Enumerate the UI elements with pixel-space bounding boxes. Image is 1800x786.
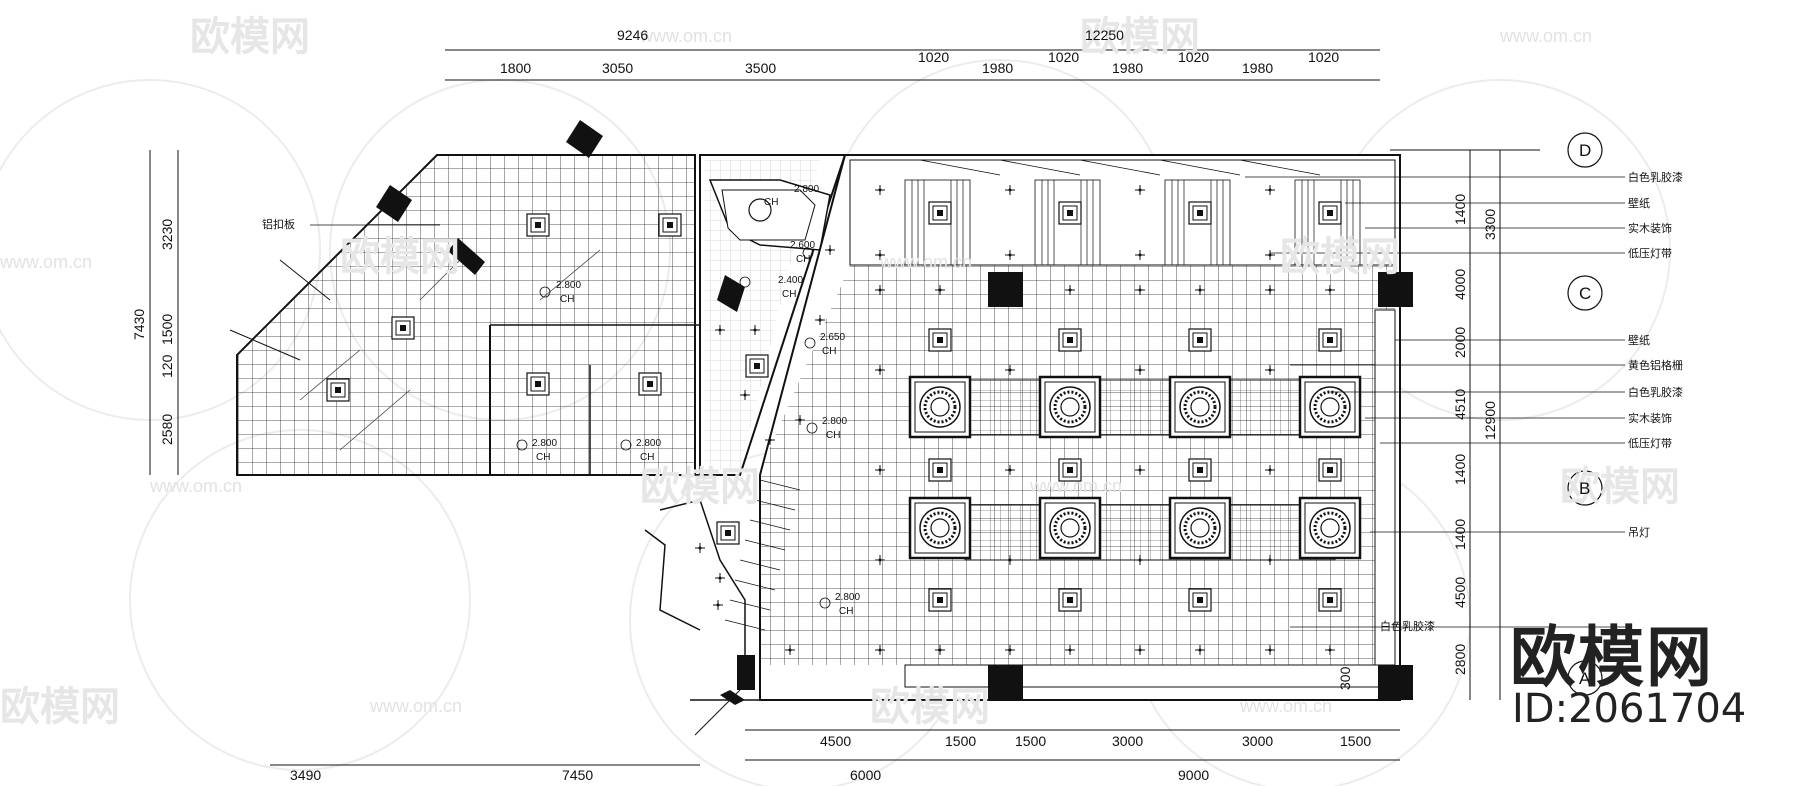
dim-bottom-left: 3490: [290, 767, 321, 783]
dim-top-right: 1020: [1048, 49, 1079, 65]
height-value: 2.800: [636, 438, 661, 449]
material-note: 实木装饰: [1628, 221, 1672, 235]
dim-bottom-a: 1500: [1015, 733, 1046, 749]
dim-bottom-a: 4500: [820, 733, 851, 749]
ch-label: CH: [822, 346, 836, 357]
dim-bottom-b: 6000: [850, 767, 881, 783]
watermark-id: ID:2061704: [1512, 686, 1747, 732]
watermark-brand: 欧模网: [1560, 464, 1680, 510]
material-note: 低压灯带: [1628, 247, 1672, 260]
dim-right-b: 4500: [1452, 577, 1468, 608]
dim-top-right: 1980: [1242, 60, 1273, 76]
leader-lines: [310, 176, 1625, 628]
dim-right-a: 1400: [1452, 194, 1468, 225]
dim-bottom-left: 7450: [562, 767, 593, 783]
dim-bottom-a: 3000: [1112, 733, 1143, 749]
material-note: 吊灯: [1628, 526, 1650, 539]
height-value: 2.800: [556, 280, 581, 291]
dim-left: 2580: [159, 414, 175, 445]
material-note: 壁纸: [1628, 333, 1650, 347]
dim-right-b: 3300: [1482, 209, 1498, 240]
dim-bottom-b: 9000: [1178, 767, 1209, 783]
watermark-url: www.om.cn: [1499, 26, 1592, 46]
watermark-brand: 欧模网: [0, 684, 120, 730]
axis-label: B: [1579, 479, 1590, 498]
ch-label: CH: [826, 430, 840, 441]
dim-right-b: 1400: [1452, 454, 1468, 485]
axis-label: D: [1579, 141, 1591, 160]
watermark-url: www.om.cn: [639, 26, 732, 46]
dim-top-right: 1980: [1112, 60, 1143, 76]
height-value: 2.800: [835, 592, 860, 603]
watermark-url: www.om.cn: [1239, 696, 1332, 716]
dim-left-overall: 7430: [131, 309, 147, 340]
height-value: 2.800: [532, 438, 557, 449]
watermark-url: www.om.cn: [149, 476, 242, 496]
watermark-brand: 欧模网: [1280, 234, 1400, 280]
material-note: 实木装饰: [1628, 411, 1672, 425]
dim-right-a: 4000: [1452, 269, 1468, 300]
dim-top-right: 1980: [982, 60, 1013, 76]
axis-label: A: [1579, 669, 1591, 688]
dim-left: 120: [159, 354, 175, 378]
watermark-url: www.om.cn: [1029, 476, 1122, 496]
watermark-brand: 欧模网: [1080, 14, 1200, 60]
material-note: 白色乳胶漆: [1628, 170, 1683, 184]
dim-right-b: 1400: [1452, 519, 1468, 550]
material-note: 低压灯带: [1628, 437, 1672, 450]
height-value: 2.800: [822, 416, 847, 427]
ch-label: CH: [640, 452, 654, 463]
ch-label: CH: [560, 294, 574, 305]
height-value: 2.800: [794, 184, 819, 195]
watermark-brand: 欧模网: [870, 684, 990, 730]
height-value: 2.600: [790, 240, 815, 251]
middle-corridor: [699, 154, 847, 476]
dim-bottom-a: 3000: [1242, 733, 1273, 749]
dim-right-b: 4510: [1452, 389, 1468, 420]
dim-top-right: 1020: [1178, 49, 1209, 65]
watermark-brand: 欧模网: [340, 234, 460, 280]
dim-top-left: 3050: [602, 60, 633, 76]
dim-top-outer: 12250: [1085, 27, 1124, 43]
axis-bubbles: [1567, 132, 1603, 696]
wood-slats: [904, 179, 1361, 266]
dimension-lines: [149, 49, 1540, 766]
dim-right-b: 2000: [1452, 327, 1468, 358]
dim-right-overall: 300: [1337, 666, 1353, 690]
material-note-left: 铝扣板: [262, 217, 295, 231]
dim-top-right: 1020: [1308, 49, 1339, 65]
material-note: 黄色铝格栅: [1628, 358, 1683, 372]
dim-left: 3230: [159, 219, 175, 250]
material-note: 壁纸: [1628, 196, 1650, 210]
dim-top-left: 3500: [745, 60, 776, 76]
dim-bottom-a: 1500: [945, 733, 976, 749]
dim-top-left: 1800: [500, 60, 531, 76]
watermark-url: www.om.cn: [369, 696, 462, 716]
ch-label: CH: [782, 289, 796, 300]
ch-label: CH: [536, 452, 550, 463]
ch-label: CH: [839, 606, 853, 617]
material-note: 白色乳胶漆: [1380, 619, 1435, 633]
watermark-url: www.om.cn: [879, 252, 972, 272]
dim-right-b: 2800: [1452, 644, 1468, 675]
height-markers: [516, 247, 831, 609]
watermark-brand: 欧模网: [190, 14, 310, 60]
ch-label: CH: [764, 197, 778, 208]
dim-right-overall: 12900: [1482, 401, 1498, 440]
watermark-logo-text: 欧模网: [1510, 619, 1714, 696]
dim-left: 1500: [159, 314, 175, 345]
height-value: 2.400: [778, 275, 803, 286]
ch-label: CH: [796, 254, 810, 265]
dim-bottom-a: 1500: [1340, 733, 1371, 749]
watermark-url: www.om.cn: [0, 252, 92, 272]
watermark-brand: 欧模网: [640, 464, 760, 510]
dim-top-right: 1020: [918, 49, 949, 65]
height-value: 2.650: [820, 332, 845, 343]
material-note: 白色乳胶漆: [1628, 385, 1683, 399]
axis-label: C: [1579, 284, 1591, 303]
dim-top-outer: 9246: [617, 27, 648, 43]
